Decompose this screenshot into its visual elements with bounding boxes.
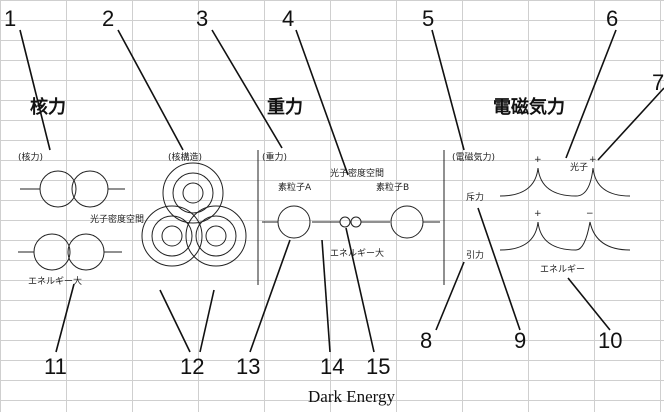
leader-line-10 [567, 277, 611, 331]
repulsion-label: 斥力 [466, 191, 484, 203]
nucleon-circle [39, 170, 77, 208]
label-number-3: 3 [196, 6, 208, 31]
plus-sign: + [534, 209, 542, 219]
photon-dot [339, 216, 351, 228]
particle-a [277, 205, 311, 239]
nucleus-structure-panel: (核構造) [141, 150, 259, 285]
label-number-1: 1 [4, 6, 16, 31]
label-number-10: 10 [598, 328, 622, 353]
attraction-label: 引力 [466, 249, 484, 261]
label-number-12: 12 [180, 354, 204, 379]
leader-line-13 [249, 239, 291, 353]
ring [182, 182, 204, 204]
heading-gravity: 重力 [267, 96, 303, 118]
em-panel: (電磁気力) 斥力 引力 光子 + + + − エネルギー [452, 151, 631, 275]
nuclear-force-panel: (核力) 光子密度空間 エネルギー大 [18, 151, 144, 287]
label-number-6: 6 [606, 6, 618, 31]
ring [162, 162, 224, 224]
gravity-photon-space: 光子密度空間 [330, 167, 384, 179]
leader-line-3 [211, 29, 283, 149]
minus-sign: − [586, 209, 594, 219]
ring [195, 215, 237, 257]
nucleon-a-label: 素粒子A [278, 181, 312, 193]
plus-sign: + [534, 155, 542, 165]
label-number-9: 9 [514, 328, 526, 353]
energy-high-label: エネルギー大 [28, 275, 82, 287]
leader-line-9 [477, 207, 521, 331]
leader-line-12b [199, 289, 215, 353]
ring [205, 225, 227, 247]
leader-line-12a [159, 289, 191, 353]
ring [151, 215, 193, 257]
leader-lines [19, 29, 664, 353]
photon-dot [350, 216, 362, 228]
ring [141, 205, 203, 267]
nucleon-b-label: 素粒子B [376, 181, 409, 193]
leader-line-14 [321, 239, 331, 353]
photon-space-label: 光子密度空間 [90, 213, 144, 225]
gravity-energy-label: エネルギー大 [330, 247, 384, 259]
nucleon-circle [71, 170, 109, 208]
leader-line-5 [431, 29, 465, 151]
leader-line-11 [55, 283, 75, 353]
ring [185, 205, 247, 267]
gravity-panel: (重力) 素粒子A 素粒子B 光子密度空間 エネルギー大 [262, 150, 445, 285]
caption-dark-energy: Dark Energy [308, 387, 396, 406]
label-number-14: 14 [320, 354, 344, 379]
em-box-label: (電磁気力) [452, 151, 495, 163]
hatched-nucleon [33, 233, 71, 271]
attraction-wave [499, 221, 631, 251]
heading-nuclear: 核力 [30, 96, 66, 118]
photon-label: 光子 [570, 161, 588, 173]
leader-line-2 [117, 29, 184, 151]
label-number-15: 15 [366, 354, 390, 379]
heading-electromagnetic: 電磁気力 [493, 96, 565, 118]
plus-sign: + [589, 155, 597, 165]
ring [172, 172, 214, 214]
leader-line-6 [565, 29, 617, 159]
particle-b [390, 205, 424, 239]
gravity-box-label: (重力) [262, 151, 287, 163]
nucleon-circle [67, 233, 105, 271]
repulsion-wave [499, 167, 631, 197]
label-number-5: 5 [422, 6, 434, 31]
label-number-2: 2 [102, 6, 114, 31]
leader-line-15 [345, 227, 375, 353]
leader-line-4 [295, 29, 349, 176]
label-number-8: 8 [420, 328, 432, 353]
ring [161, 225, 183, 247]
nuclear-box-label: (核力) [18, 151, 43, 163]
leader-line-7 [597, 87, 664, 161]
label-number-11: 11 [44, 354, 67, 379]
label-number-4: 4 [282, 6, 294, 31]
leader-line-8 [435, 261, 465, 331]
label-number-13: 13 [236, 354, 260, 379]
label-number-7: 7 [652, 70, 664, 95]
leader-line-1 [19, 29, 51, 151]
em-energy-label: エネルギー [540, 264, 585, 275]
nucleus-box-label: (核構造) [168, 151, 202, 163]
